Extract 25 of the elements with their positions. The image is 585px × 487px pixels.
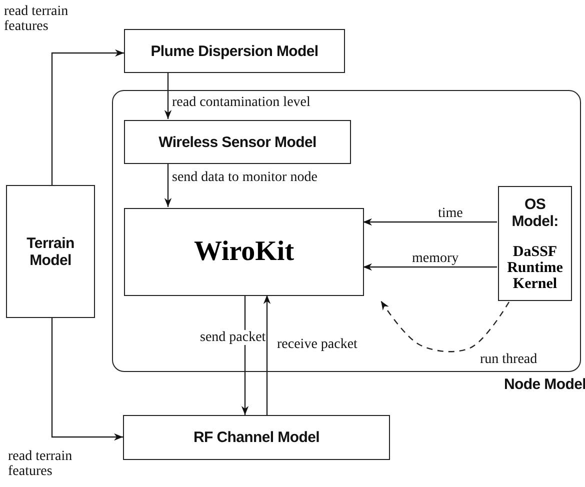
model-box [123,415,390,460]
model-box [124,208,364,296]
arrow [51,49,124,185]
model-box [6,185,95,318]
model-box [124,29,345,73]
arrow [164,163,172,207]
model-box [498,186,572,301]
arrow [164,73,172,119]
arrow [363,263,497,271]
arrow [241,295,249,415]
arrow [363,218,497,226]
arrow [380,300,510,352]
box-title: Plume Dispersion Model [150,42,318,60]
box-subtitle: DaSSF Runtime Kernel [506,244,564,292]
box-title: Wireless Sensor Model [158,134,316,150]
arrow [263,295,271,415]
panel-title: Node Model [504,376,585,393]
arrow [51,318,123,441]
box-title: WiroKit [194,236,294,268]
edge-label: receive packet [277,337,358,352]
box-title: Terrain Model [26,234,76,268]
box-title: RF Channel Model [193,429,320,446]
box-title: OS Model: [510,196,560,230]
edge-label: send packet [200,330,266,345]
model-box [124,120,351,164]
